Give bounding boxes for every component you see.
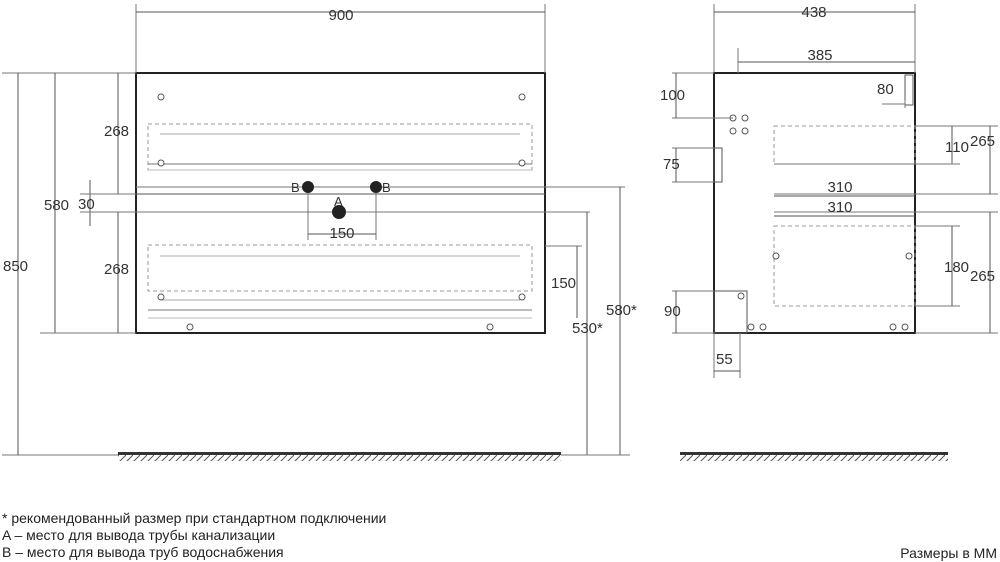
pipe-b-left-letter: B bbox=[291, 180, 300, 195]
front-width-label: 900 bbox=[328, 7, 353, 24]
front-drawer-bottom-label: 268 bbox=[104, 261, 129, 278]
side-drawer-bottom-inner-label: 180 bbox=[944, 259, 969, 276]
front-top-drawer bbox=[147, 123, 533, 171]
side-drawer-top-width-label: 310 bbox=[827, 179, 852, 196]
footnotes: * рекомендованный размер при стандартном… bbox=[2, 510, 386, 561]
side-bracket-label: 75 bbox=[663, 156, 680, 173]
side-top-drawer bbox=[773, 125, 916, 165]
front-body-label: 580 bbox=[44, 197, 69, 214]
side-drawer-top-height-label: 265 bbox=[970, 133, 995, 150]
units-note: Размеры в ММ bbox=[900, 545, 997, 561]
front-sewer-height-label: 150 bbox=[551, 275, 576, 292]
front-drawer-top-label: 268 bbox=[104, 123, 129, 140]
side-right-top-label: 80 bbox=[877, 81, 894, 98]
pipe-a-marker bbox=[332, 205, 346, 219]
front-cabinet-outline bbox=[135, 72, 546, 334]
footnote-pipe-b: B – место для вывода труб водоснабжения bbox=[2, 544, 284, 560]
front-gap-label: 30 bbox=[78, 196, 95, 213]
front-water-height-label: 580* bbox=[606, 302, 637, 319]
side-drawer-bottom-width-label: 310 bbox=[827, 199, 852, 216]
front-bottom-drawer bbox=[147, 244, 533, 292]
side-foot-offset-label: 55 bbox=[716, 351, 733, 368]
side-inner-depth-label: 385 bbox=[807, 47, 832, 64]
side-foot-height-label: 90 bbox=[664, 303, 681, 320]
footnote-pipe-a: A – место для вывода трубы канализации bbox=[2, 527, 276, 543]
front-view bbox=[2, 4, 630, 461]
front-floor-line bbox=[118, 452, 561, 455]
pipe-b-left-marker bbox=[302, 181, 314, 193]
side-view bbox=[672, 4, 998, 461]
front-sewer-outlet-label: 530* bbox=[572, 320, 603, 337]
side-drawer-bottom-height-label: 265 bbox=[970, 268, 995, 285]
side-depth-label: 438 bbox=[801, 4, 826, 21]
side-drawer-top-inner-label: 110 bbox=[945, 139, 969, 156]
front-pipe-spacing-label: 150 bbox=[329, 225, 354, 242]
pipe-a-letter: A bbox=[334, 194, 343, 209]
side-floor-line bbox=[680, 452, 948, 455]
footnote-recommended: * рекомендованный размер при стандартном… bbox=[2, 510, 387, 526]
pipe-b-right-letter: B bbox=[382, 180, 391, 195]
side-top-offset-label: 100 bbox=[660, 87, 685, 104]
side-cabinet-outline bbox=[713, 72, 916, 334]
front-height-label: 850 bbox=[3, 258, 28, 275]
pipe-b-right-marker bbox=[370, 181, 382, 193]
side-bottom-drawer bbox=[773, 225, 916, 307]
